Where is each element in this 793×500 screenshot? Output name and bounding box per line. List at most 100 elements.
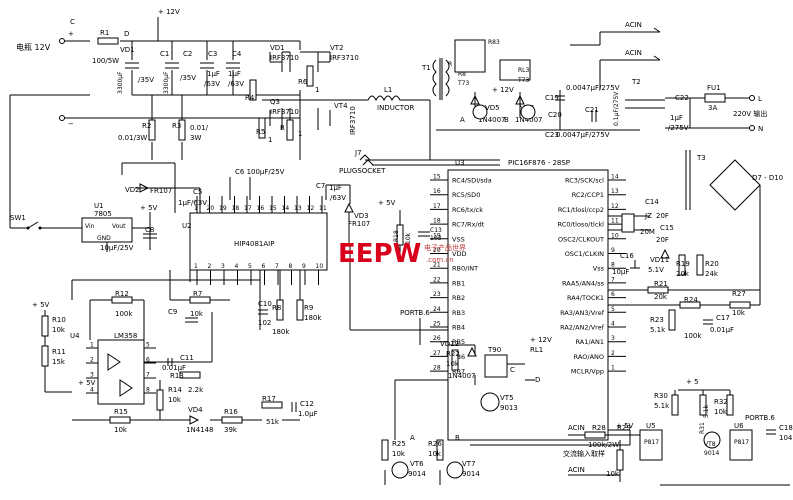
mcu-right-pin-number: 3 bbox=[611, 335, 615, 342]
vd12-label: VD12 bbox=[440, 340, 459, 348]
r16-label: R16 bbox=[224, 408, 238, 416]
r5-label: R5 bbox=[256, 128, 265, 136]
r31-value: 5.1k bbox=[703, 404, 710, 418]
jz-value: 20M bbox=[640, 228, 655, 236]
mcu-left-pin-number: 21 bbox=[433, 262, 441, 269]
c13-label: C13 bbox=[430, 227, 442, 234]
vd5-label: VD5 bbox=[485, 104, 500, 112]
r4-label: R4 bbox=[245, 94, 255, 102]
c19-label: C19 bbox=[545, 94, 559, 102]
rl3-value: T73 bbox=[517, 77, 529, 84]
mcu-right-pin-number: 8 bbox=[611, 262, 615, 269]
r8-label: R8 bbox=[272, 304, 281, 312]
driver-b-label: B bbox=[455, 434, 460, 442]
u1-7805 bbox=[81, 217, 133, 243]
relay-rl3 bbox=[499, 59, 531, 81]
output-section: ACIN ACIN T1 R8 T73 RL3 T73 R83 R + 12V … bbox=[421, 21, 783, 305]
mcu-right-pin-number: 2 bbox=[611, 350, 615, 357]
opamp-pin-number: 3 bbox=[90, 372, 94, 379]
opamp-pin-number: 5 bbox=[146, 342, 150, 349]
fu1-label: FU1 bbox=[707, 84, 721, 92]
c23-label: C23 bbox=[545, 131, 559, 139]
c3-label: C3 bbox=[208, 50, 217, 58]
r10-label: R10 bbox=[52, 316, 66, 324]
mcu-left-pin-number: 16 bbox=[433, 188, 441, 195]
vt1-label: VD1 bbox=[270, 44, 285, 52]
r9-value: 180k bbox=[304, 314, 322, 322]
r21-value: 20k bbox=[654, 293, 668, 301]
r20-value: 24k bbox=[705, 270, 719, 278]
vt8-value: 9014 bbox=[704, 450, 719, 457]
mcu-right-pin-label: RAA5/AN4/ss bbox=[562, 279, 605, 287]
r12-label: R12 bbox=[115, 290, 129, 298]
mcu-plus5: + 5V bbox=[378, 199, 396, 207]
c4-label: C4 bbox=[232, 50, 242, 58]
j7-label: J7 bbox=[354, 149, 362, 157]
mcu-right-pin-number: 14 bbox=[611, 174, 619, 181]
r21-label: R21 bbox=[654, 280, 668, 288]
relay-section: R22 10k VD12 1N4007 T90 + 12V RL1 C D VT… bbox=[440, 336, 552, 412]
u1-gnd: GND bbox=[97, 235, 111, 242]
sw1-switch bbox=[10, 221, 82, 229]
opamp-pin-number: 6 bbox=[146, 357, 150, 364]
r23-value: 5.1k bbox=[650, 326, 666, 334]
l1-inductor bbox=[350, 95, 430, 102]
t1-transformer bbox=[432, 59, 437, 97]
driver-pin-number: 8 bbox=[289, 263, 293, 270]
mcu-right-pin-number: 7 bbox=[611, 276, 615, 283]
vt4-label: VT4 bbox=[334, 102, 348, 110]
mcu-right-pin-number: 6 bbox=[611, 291, 615, 298]
r24-label: R24 bbox=[684, 296, 698, 304]
c5-label: C5 bbox=[193, 188, 202, 196]
mcu-left-pin-label: RB4 bbox=[452, 324, 465, 332]
r26-label: R26 bbox=[428, 440, 442, 448]
c11-label: C11 bbox=[180, 354, 194, 362]
out-a-label: A bbox=[460, 116, 465, 124]
u5-optocoupler bbox=[639, 429, 663, 461]
power-input-section: 电瓶 12V + − R1 100/5W C D + 12V VD1 /35V … bbox=[16, 8, 301, 160]
l1-label: L1 bbox=[384, 86, 392, 94]
driver-a-label: A bbox=[410, 434, 415, 442]
c19-cap bbox=[555, 95, 565, 101]
vt5-label: VT5 bbox=[500, 394, 514, 402]
ac-sense-section: ACIN R28 100k/2W R29 10k 交流输入取样 ACIN U5 … bbox=[563, 378, 793, 486]
driver-pin-number: 12 bbox=[307, 205, 315, 212]
c6-label: C6 100μF/25V bbox=[235, 168, 285, 176]
driver-pin-number: 18 bbox=[232, 205, 240, 212]
driver-pin-number: 19 bbox=[219, 205, 227, 212]
c8-label: C8 bbox=[145, 226, 154, 234]
c10-value: 102 bbox=[258, 319, 271, 327]
r25-value: 10k bbox=[392, 450, 406, 458]
driver-pin-number: 4 bbox=[235, 263, 239, 270]
c17-label: C17 bbox=[716, 314, 730, 322]
u6-optocoupler bbox=[729, 429, 753, 461]
r19-value: 20k bbox=[676, 270, 690, 278]
mcu-left-pin-number: 24 bbox=[433, 306, 441, 313]
c3-value-b: /63V bbox=[204, 80, 220, 88]
t2-label: T2 bbox=[631, 78, 641, 86]
mcu-right-pin-label: RA3/AN3/Vref bbox=[560, 309, 605, 317]
bridge-label: D7 - D10 bbox=[752, 174, 783, 182]
vt1-value: IRF3710 bbox=[270, 54, 299, 62]
plus12v-top: + 12V bbox=[158, 8, 180, 16]
vd3-value: FR107 bbox=[348, 220, 370, 228]
jz-label: JZ bbox=[644, 212, 652, 220]
mcu-right-pin-label: RC2/CCP1 bbox=[572, 191, 604, 199]
t90-relay bbox=[484, 354, 508, 378]
c7-value-b: /63V bbox=[330, 194, 346, 202]
mcu-left-pin-label: RB1 bbox=[452, 279, 465, 287]
mcu-right-pin-label: RC1/tlosl/ccp2 bbox=[558, 206, 604, 214]
r11-label: R11 bbox=[52, 348, 66, 356]
mcu-right-pin-label: RAO/ANO bbox=[574, 353, 604, 361]
acin-top-2: ACIN bbox=[625, 49, 642, 57]
driver-pin-number: 3 bbox=[221, 263, 225, 270]
hip4081-chip bbox=[189, 212, 328, 271]
mcu-right-pin-label: RC0/tloso/tlckl bbox=[558, 221, 605, 229]
mcu-left-pin-number: 18 bbox=[433, 218, 441, 225]
c1-cap bbox=[125, 62, 139, 69]
out-plus12: + 12V bbox=[492, 86, 514, 94]
